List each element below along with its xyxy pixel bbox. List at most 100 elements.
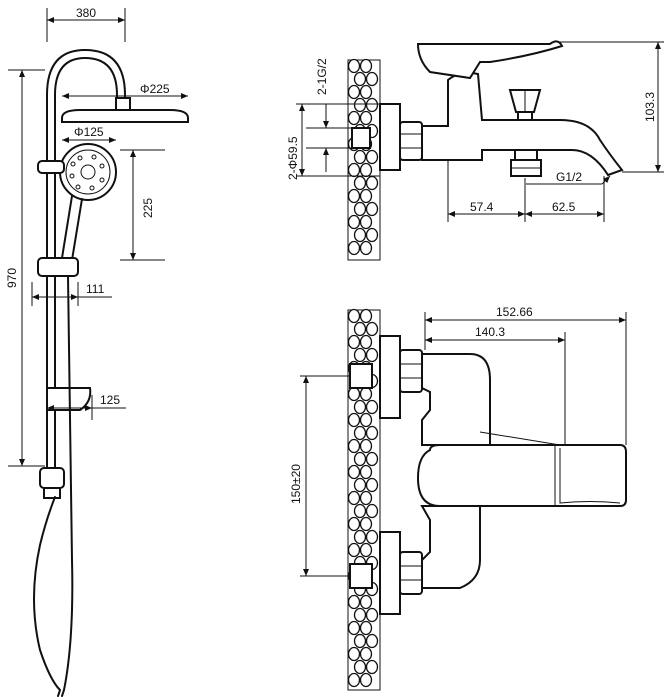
dim-rain-head: Φ225 [140, 82, 170, 96]
dim-width-top: 380 [76, 6, 96, 20]
dim-soap-dish: 125 [100, 393, 120, 407]
wall-stone [359, 188, 373, 204]
wall-stone [353, 97, 367, 113]
wall-stone [359, 594, 373, 610]
shower-outlet-side [510, 149, 542, 177]
diverter [39, 467, 65, 499]
wall-stone [359, 84, 373, 100]
rain-shower-head [61, 97, 189, 123]
wall-stone [365, 201, 379, 217]
dim-centers: 150±20 [289, 464, 303, 504]
wall-stone [365, 451, 379, 467]
wall-stone [359, 334, 373, 350]
mixer-top-view: 152.66 140.3 150±20 [289, 305, 627, 691]
wall-stone [353, 347, 367, 363]
dim-head-spacing: 225 [141, 198, 155, 218]
wall-stone [347, 412, 361, 428]
mixer-body-top [421, 353, 491, 446]
column-pipe-inner [54, 57, 118, 471]
wall-stone [353, 425, 367, 441]
wall-stone [365, 529, 379, 545]
wall-stone [359, 162, 373, 178]
shower-holder [37, 160, 79, 277]
column-pipe [46, 49, 126, 471]
shower-hose-2 [61, 275, 74, 697]
wall-stone [365, 607, 379, 623]
wall-stone [365, 633, 379, 649]
wall-stone [359, 412, 373, 428]
dim-holder: 111 [86, 282, 105, 296]
wall-stone [347, 240, 361, 256]
wall-stone [353, 149, 367, 165]
wall-stone [359, 386, 373, 402]
wall-stone [359, 490, 373, 506]
wall-stone [347, 542, 361, 558]
wall-stone [347, 464, 361, 480]
dim-spout-reach: 62.5 [552, 200, 576, 214]
wall-stone [365, 175, 379, 191]
wall-stone [359, 58, 373, 74]
wall-stone [365, 149, 379, 165]
dim-outlet-thread: G1/2 [556, 170, 582, 184]
column-dimensions: 380 Φ225 Φ125 225 970 111 125 [5, 6, 188, 467]
wall-stone [359, 308, 373, 324]
wall-stone [347, 672, 361, 688]
wall-stone [365, 227, 379, 243]
wall-stone [353, 71, 367, 87]
dim-height: 970 [5, 268, 19, 288]
dim-hand-shower: Φ125 [74, 125, 104, 139]
wall-stone [353, 321, 367, 337]
wall-stone [347, 58, 361, 74]
mixer-lever-top [416, 444, 627, 507]
wall-flange-side [379, 103, 401, 171]
wall-stone [347, 386, 361, 402]
mixer-side-view: 2-1G/2 2-Φ59.5 103.3 G1/2 57.4 62.5 [286, 40, 664, 261]
wall-stone [347, 308, 361, 324]
wall-stone [353, 451, 367, 467]
wall-section-side [347, 58, 381, 261]
wall-stone [353, 659, 367, 675]
wall-stone [353, 175, 367, 191]
wall-stone [365, 425, 379, 441]
wall-stone [365, 97, 379, 113]
wall-stone [353, 607, 367, 623]
dim-inlet-dia: 2-Φ59.5 [286, 136, 300, 180]
wall-stone [359, 214, 373, 230]
wall-stone [365, 503, 379, 519]
top-dimensions: 152.66 140.3 150±20 [289, 305, 627, 577]
wall-stone [353, 477, 367, 493]
dim-body-depth: 57.4 [470, 200, 494, 214]
wall-stone [353, 227, 367, 243]
wall-stone [353, 399, 367, 415]
wall-stone [347, 646, 361, 662]
wall-stone [353, 201, 367, 217]
wall-stone [347, 620, 361, 636]
wall-stone [347, 594, 361, 610]
wall-stone [353, 503, 367, 519]
wall-stone [359, 672, 373, 688]
wall-stone [347, 516, 361, 532]
wall-stone [359, 464, 373, 480]
wall-stone [365, 321, 379, 337]
wall-stone [359, 240, 373, 256]
wall-stone [359, 620, 373, 636]
wall-stone [359, 646, 373, 662]
shower-hose [33, 496, 61, 697]
wall-stone [347, 84, 361, 100]
wall-stone [365, 477, 379, 493]
dim-height-side: 103.3 [643, 92, 657, 122]
wall-stone [365, 399, 379, 415]
wall-stone [365, 659, 379, 675]
eccentric-connector-side [399, 121, 423, 161]
wall-stone [359, 516, 373, 532]
mixer-lever-side [416, 40, 564, 80]
wall-stone [359, 110, 373, 126]
side-dimensions: 2-1G/2 2-Φ59.5 103.3 G1/2 57.4 62.5 [286, 41, 664, 222]
wall-stone [347, 214, 361, 230]
wall-stone [359, 542, 373, 558]
wall-stone [347, 438, 361, 454]
wall-stone [347, 188, 361, 204]
hand-shower [59, 143, 117, 261]
